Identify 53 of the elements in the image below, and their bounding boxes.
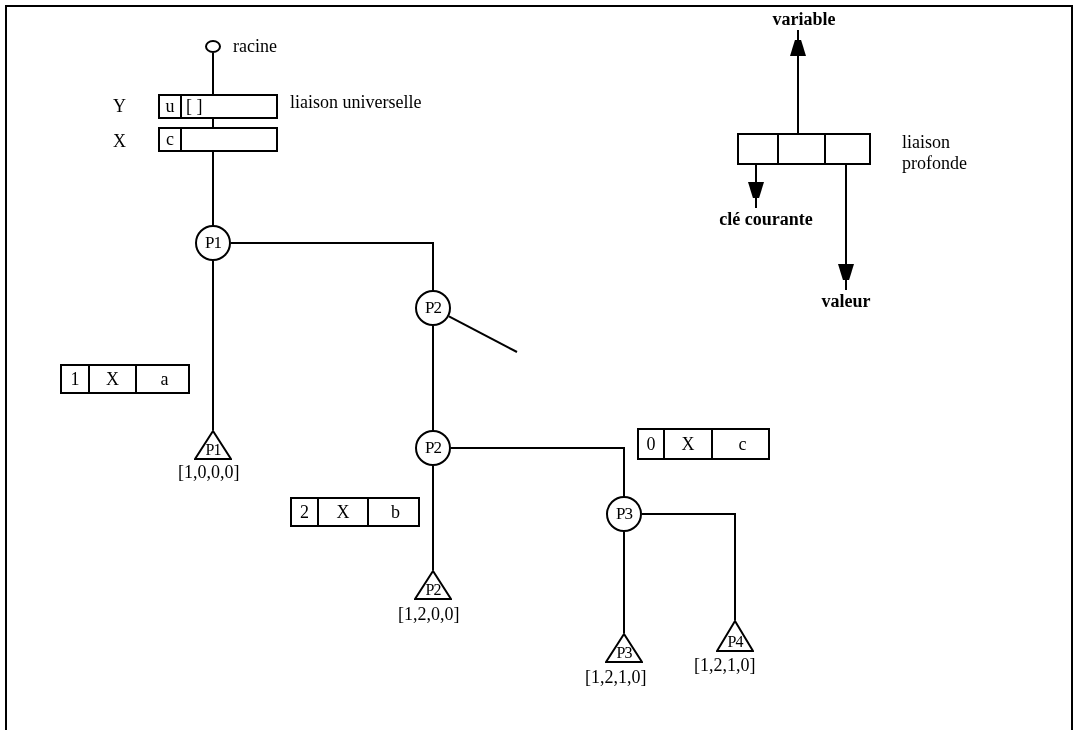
node-caption: X [113, 131, 126, 152]
root-circle [205, 40, 221, 53]
record-field: [ ] [180, 96, 280, 117]
connector-line [230, 242, 434, 291]
subtree-triangle: P4 [716, 620, 754, 652]
node-label: variable [768, 8, 840, 30]
record-field: c [160, 129, 180, 150]
connector-line [212, 52, 214, 95]
record-field: X [88, 366, 135, 392]
node-caption: [1,2,1,0] [694, 655, 756, 676]
arrow [790, 29, 806, 134]
node-caption: Y [113, 96, 126, 117]
connector-line [432, 325, 434, 431]
binding-record [158, 127, 278, 152]
subtree-triangle: P1 [194, 430, 232, 460]
node-label: valeur [814, 290, 878, 312]
connector-line [432, 465, 434, 571]
process-circle: P1 [195, 225, 231, 261]
node-caption: racine [233, 36, 277, 57]
arrow [838, 164, 854, 291]
node-label: clé courante [708, 208, 824, 230]
node-caption: [1,2,1,0] [585, 667, 647, 688]
subtree-triangle: P2 [414, 570, 452, 600]
record-field: 0 [639, 430, 663, 458]
record-field: X [663, 430, 711, 458]
subtree-triangle: P3 [605, 633, 643, 663]
connector-line [641, 513, 736, 621]
binding-record [158, 94, 278, 119]
node-caption: [1,0,0,0] [178, 462, 240, 483]
process-circle: P3 [606, 496, 642, 532]
record-field: 2 [292, 499, 317, 525]
record-field: u [160, 96, 180, 117]
connector-line [212, 260, 214, 431]
record-field: b [367, 499, 422, 525]
process-circle: P2 [415, 430, 451, 466]
connector-line [212, 151, 214, 226]
record-field: 1 [62, 366, 88, 392]
connector-line [212, 118, 214, 128]
binding-record [290, 497, 420, 527]
node-caption: liaison universelle [290, 92, 422, 113]
connector-line [450, 447, 625, 497]
node-caption: [1,2,0,0] [398, 604, 460, 625]
record-field: X [317, 499, 367, 525]
node-caption: liaison profonde [902, 132, 968, 174]
connector-line [447, 315, 518, 353]
record-field: c [711, 430, 772, 458]
record-field: a [135, 366, 192, 392]
binding-record [737, 133, 871, 165]
arrow [748, 164, 764, 209]
binding-record [637, 428, 770, 460]
connector-line [623, 531, 625, 634]
process-circle: P2 [415, 290, 451, 326]
binding-record [60, 364, 190, 394]
